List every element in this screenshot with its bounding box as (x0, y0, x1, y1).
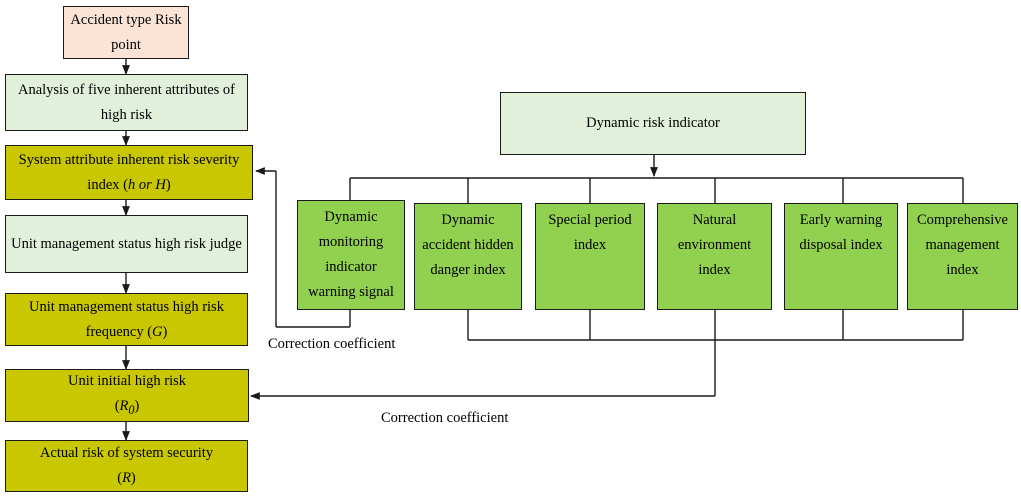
actual-risk-symbol: R (122, 470, 131, 486)
actual-risk-line1: Actual risk of system security (39, 445, 214, 461)
initial-risk-subscript: 0 (128, 402, 135, 417)
dynamic-risk-indicator-text: Dynamic risk indicator (586, 115, 720, 131)
dynamic-monitoring-indicator-box: Dynamic monitoring indicator warning sig… (297, 200, 405, 310)
unit-initial-high-risk-box: Unit initial high risk (R0) (5, 369, 249, 422)
accident-type-risk-point-text: Accident type Risk point (70, 11, 182, 53)
five-inherent-attributes-text: Analysis of five inherent attributes of … (17, 81, 236, 123)
natural-environment-index-text: Natural environment index (677, 212, 752, 278)
dynamic-risk-indicator-box: Dynamic risk indicator (500, 92, 806, 155)
severity-index-line1: System attribute inherent risk severity (18, 151, 240, 168)
comprehensive-management-text: Comprehensive management index (916, 212, 1008, 278)
accident-hidden-danger-box: Dynamic accident hidden danger index (414, 203, 522, 310)
five-inherent-attributes-box: Analysis of five inherent attributes of … (5, 74, 248, 131)
special-period-index-text: Special period index (548, 212, 632, 253)
management-status-judge-box: Unit management status high risk judge (5, 215, 248, 273)
dynamic-monitoring-indicator-text: Dynamic monitoring indicator warning sig… (308, 209, 394, 300)
initial-risk-line1: Unit initial high risk (67, 372, 186, 389)
correction-coefficient-label-2: Correction coefficient (381, 410, 509, 426)
comprehensive-management-box: Comprehensive management index (907, 203, 1018, 310)
inherent-risk-severity-index-box: System attribute inherent risk severity … (5, 145, 253, 200)
frequency-line1: Unit management status high risk (29, 298, 224, 315)
accident-type-risk-point-box: Accident type Risk point (63, 6, 189, 59)
severity-index-symbol: h or H (127, 176, 166, 193)
frequency-symbol: G (152, 323, 163, 340)
actual-risk-box: Actual risk of system security (R) (5, 440, 248, 492)
management-status-judge-text: Unit management status high risk judge (11, 235, 242, 252)
accident-hidden-danger-text: Dynamic accident hidden danger index (422, 212, 514, 278)
correction-coefficient-label-1: Correction coefficient (268, 336, 396, 352)
initial-risk-symbol: R (119, 397, 129, 414)
special-period-index-box: Special period index (535, 203, 645, 310)
early-warning-disposal-text: Early warning disposal index (799, 212, 883, 253)
management-status-frequency-box: Unit management status high risk frequen… (5, 293, 248, 346)
natural-environment-index-box: Natural environment index (657, 203, 772, 310)
early-warning-disposal-box: Early warning disposal index (784, 203, 898, 310)
